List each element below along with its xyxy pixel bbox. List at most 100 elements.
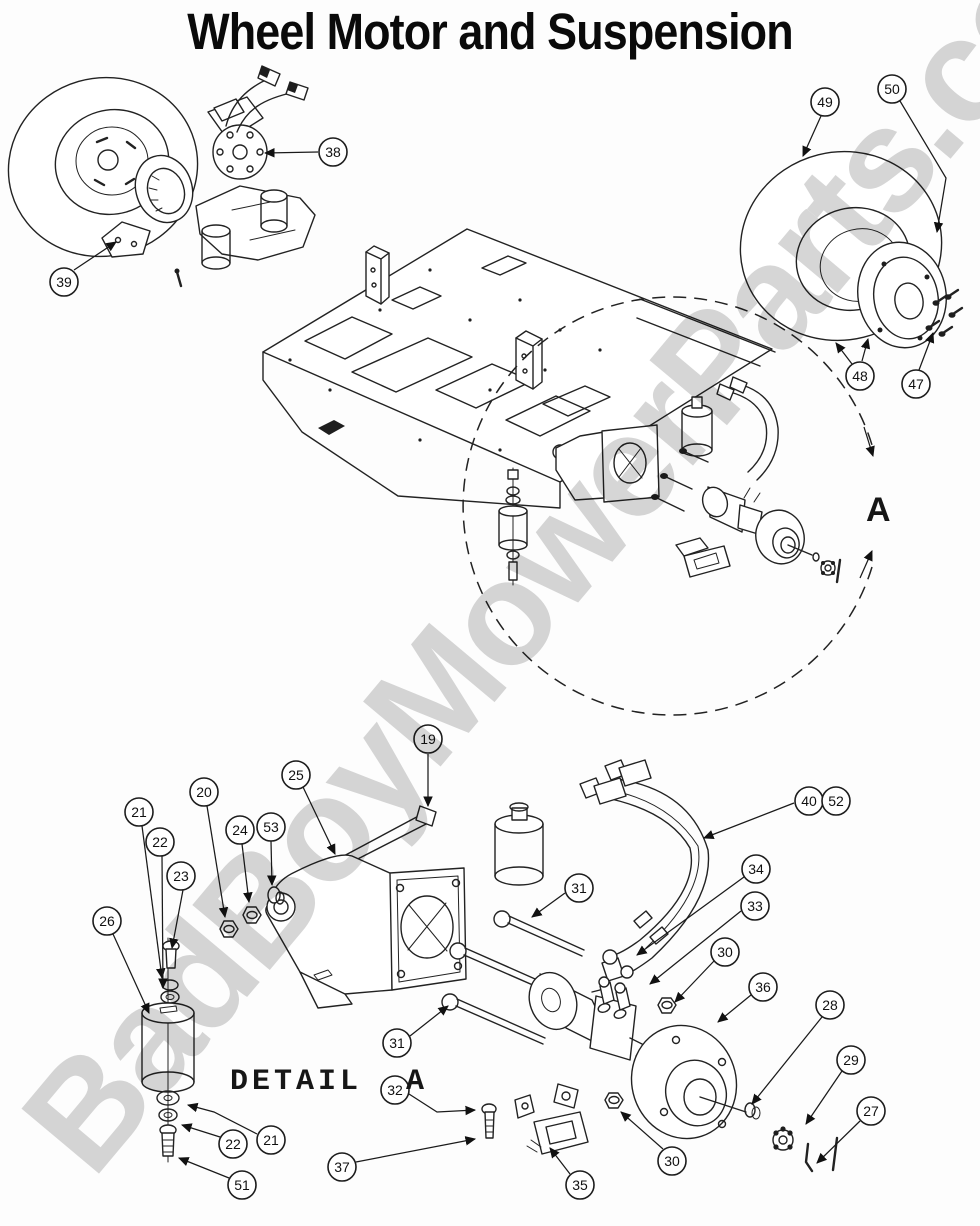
callout-number: 25 [288,767,304,783]
leader-line-30 [620,1111,664,1150]
callout-circle [815,990,845,1020]
callout-30: 30 [657,1146,687,1176]
callout-22: 22 [145,827,175,857]
callout-circle [225,815,255,845]
callout-number: 32 [387,1082,403,1098]
callout-31: 31 [382,1028,412,1058]
leader-line-21 [186,1102,258,1135]
callout-circle [901,369,931,399]
callout-38: 38 [318,137,348,167]
swingarm [265,854,467,1009]
callout-22: 22 [218,1129,248,1159]
callout-37: 37 [327,1152,357,1182]
callout-number: 22 [225,1136,241,1152]
detail-ring-arrow-top [863,426,875,458]
callout-28: 28 [815,990,845,1020]
callout-number: 51 [234,1177,250,1193]
leader-line-27 [816,1120,861,1164]
leader-line-20 [206,805,229,919]
deck-bracket-front [365,245,390,305]
callout-number: 48 [852,368,868,384]
detail-ring [462,296,875,716]
lug-bolts [925,288,964,337]
hub-ring [134,154,194,224]
callout-circle [166,861,196,891]
callout-circle [413,724,443,754]
callout-number: 30 [664,1153,680,1169]
leader-line-48 [860,337,871,362]
callout-19: 19 [413,724,443,754]
callout-circle [256,1125,286,1155]
callout-circle [92,906,122,936]
callout-circle [380,1075,410,1105]
leader-line-36 [717,994,752,1023]
leader-line-23 [169,889,184,950]
leader-line-50 [899,100,947,234]
leader-line-48 [835,342,853,365]
leader-line-35 [549,1147,571,1175]
leader-line-49 [802,115,822,157]
callout-50: 50 [877,74,907,104]
leader-line-21 [141,825,166,980]
callout-52: 52 [821,786,851,816]
callout-number: 21 [263,1132,279,1148]
detail-a-assembly [141,759,839,1173]
callout-53: 53 [256,812,286,842]
detail-ring-arrow-bottom [859,550,873,579]
cotter-pin [804,1136,839,1173]
callout-21: 21 [124,797,154,827]
callout-number: 36 [755,979,771,995]
leader-line-30 [674,960,715,1003]
callout-circle [189,777,219,807]
callout-35: 35 [565,1170,595,1200]
chassis-deck [262,228,776,509]
leader-line-51 [178,1157,230,1179]
leader-lines [73,100,947,1179]
deck-bracket-rear [515,330,543,390]
leader-line-29 [805,1070,843,1125]
callout-circle [281,760,311,790]
suspension-bracket-left [174,185,316,288]
callout-circle [382,1028,412,1058]
callout-number: 22 [152,834,168,850]
callout-47: 47 [901,369,931,399]
callout-circle [49,267,79,297]
leader-line-40 [703,802,795,839]
callout-number: 28 [822,997,838,1013]
leader-line-34 [636,876,745,956]
callout-27: 27 [856,1096,886,1126]
callout-24: 24 [225,815,255,845]
callout-circle [145,827,175,857]
detail-a-label: DETAIL A [230,1065,428,1099]
rubber-bumper-upper [494,802,544,886]
callout-circle [741,854,771,884]
callout-number: 39 [56,274,72,290]
mini-assembly [498,376,842,586]
callout-20: 20 [189,777,219,807]
leader-line-28 [751,1016,823,1105]
callout-circle [327,1152,357,1182]
mini-bottom-bracket [675,537,731,578]
callout-circle [318,137,348,167]
callout-number: 29 [843,1052,859,1068]
tire-assembly-right [739,150,964,349]
wheel-motor [528,971,663,1068]
leader-line-37 [355,1136,477,1163]
callout-23: 23 [166,861,196,891]
callout-number: 27 [863,1103,879,1119]
bumper-hardware-stack [141,937,195,1163]
callout-circle [821,786,851,816]
callout-number: 52 [828,793,844,809]
callout-circle [564,873,594,903]
callout-39: 39 [49,267,79,297]
leader-line-47 [918,332,935,371]
tire-assembly-left [7,76,199,258]
castle-nut [772,1126,794,1151]
callout-circle [856,1096,886,1126]
leader-line-38 [263,148,319,158]
callout-circle [218,1129,248,1159]
callout-number: 34 [748,861,764,877]
